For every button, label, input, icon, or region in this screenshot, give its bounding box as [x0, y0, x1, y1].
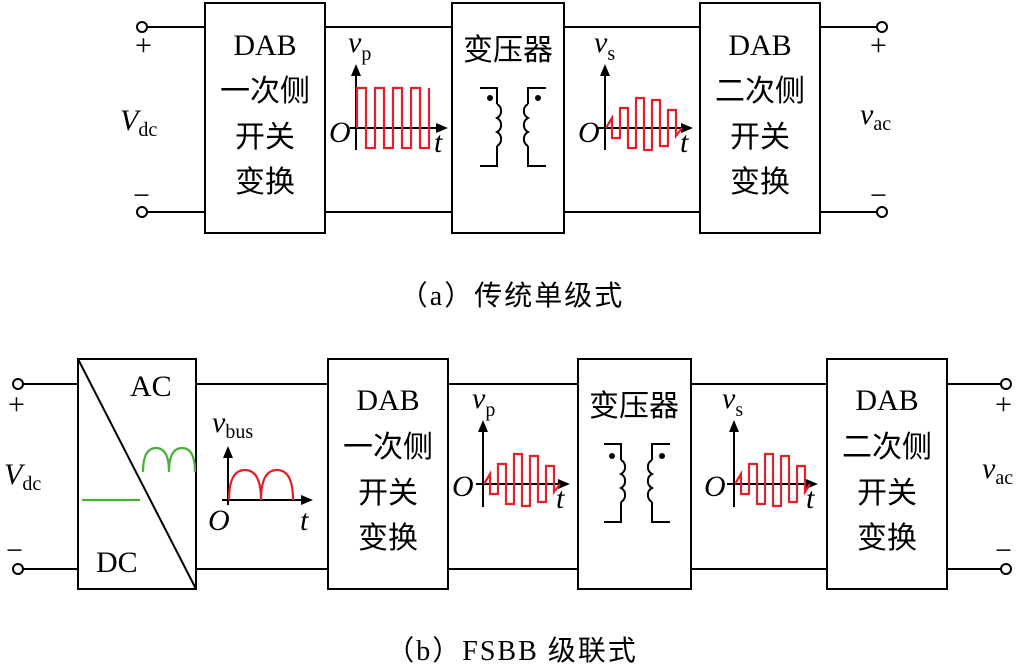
- t-label-b1: t: [556, 482, 565, 515]
- input-voltage-label-a: Vdc: [120, 104, 157, 141]
- vp-modulated-waveform-b: vp O t: [452, 382, 570, 515]
- t-label-b2: t: [806, 482, 815, 515]
- vp-label-b: vp: [472, 382, 495, 421]
- vs-modulated-waveform-a: vs O t: [578, 26, 693, 159]
- transformer-label-b: 变压器: [589, 390, 679, 423]
- t-label-a2: t: [680, 126, 689, 159]
- output-minus-b: −: [995, 534, 1012, 567]
- dab-primary-block-b: [327, 358, 449, 590]
- output-plus-a: +: [870, 29, 887, 62]
- vbus-label-b: vbus: [212, 406, 253, 443]
- input-terminal-minus-a: [136, 206, 148, 218]
- t-label-b0: t: [300, 504, 309, 537]
- input-voltage-label-b: Vdc: [4, 458, 41, 495]
- output-minus-a: −: [870, 179, 887, 212]
- block1-line1-a: DAB: [233, 29, 296, 62]
- dab-secondary-block-b: [826, 358, 948, 590]
- output-voltage-label-a: vac: [860, 98, 891, 135]
- vbus-waveform-b: vbus O t: [208, 406, 313, 537]
- vp-square-waveform-a: vp O t: [329, 26, 448, 159]
- input-plus-a: +: [135, 29, 152, 62]
- ac-symbol-b: [141, 446, 197, 473]
- transformer-block-b: [577, 358, 692, 590]
- origin-label-a1: O: [329, 116, 351, 149]
- block2-line2-b: 二次侧: [842, 431, 932, 464]
- origin-label-b1: O: [452, 470, 474, 503]
- caption-a: （a）传统单级式: [400, 280, 624, 312]
- input-terminal-minus-b: [12, 563, 24, 575]
- converter-dc-label-b: DC: [96, 546, 138, 579]
- input-plus-b: +: [8, 388, 25, 421]
- output-terminal-plus-b: [1000, 378, 1012, 390]
- block1-line1-b: DAB: [356, 384, 419, 417]
- input-minus-b: −: [6, 534, 23, 567]
- converter-ac-label-b: AC: [130, 370, 172, 403]
- output-voltage-label-b: vac: [982, 452, 1013, 489]
- input-minus-a: −: [133, 179, 150, 212]
- transformer-symbol-b: [604, 443, 670, 523]
- vs-label-b: vs: [722, 382, 743, 421]
- block2-line3-b: 开关: [857, 477, 917, 510]
- output-terminal-minus-b: [1000, 563, 1012, 575]
- output-plus-b: +: [995, 388, 1012, 421]
- block2-line2-a: 二次侧: [715, 75, 805, 108]
- transformer-label-a: 变压器: [463, 34, 553, 67]
- input-terminal-plus-a: [136, 21, 148, 33]
- output-terminal-minus-a: [876, 206, 888, 218]
- block1-line2-a: 一次侧: [220, 75, 310, 108]
- vs-label-a: vs: [594, 26, 615, 65]
- output-terminal-plus-a: [876, 21, 888, 33]
- vp-label-a: vp: [348, 26, 371, 65]
- input-terminal-plus-b: [12, 378, 24, 390]
- origin-label-b0: O: [208, 504, 230, 537]
- caption-b: （b）FSBB 级联式: [386, 635, 638, 667]
- block2-line4-b: 变换: [857, 522, 917, 555]
- transformer-block-a: [451, 2, 565, 234]
- t-label-a1: t: [434, 126, 443, 159]
- origin-label-b2: O: [704, 470, 726, 503]
- block2-line1-a: DAB: [728, 29, 791, 62]
- dab-primary-block-a: [204, 2, 326, 234]
- block2-line1-b: DAB: [855, 384, 918, 417]
- origin-label-a2: O: [578, 116, 600, 149]
- block2-line3-a: 开关: [730, 121, 790, 154]
- dab-secondary-block-a: [699, 2, 821, 234]
- block1-line3-a: 开关: [235, 121, 295, 154]
- block1-line4-a: 变换: [235, 166, 295, 199]
- block2-line4-a: 变换: [730, 166, 790, 199]
- transformer-symbol-a: [480, 87, 546, 167]
- block1-line3-b: 开关: [358, 477, 418, 510]
- diagram-b: + − + − Vdc vac AC DC vbus O t DAB 一次侧 开…: [4, 358, 1013, 667]
- diagram-a: + − + − Vdc vac DAB 一次侧 开关 变换 变压器 DAB 二次…: [120, 2, 891, 312]
- vs-modulated-waveform-b: vs O t: [704, 382, 818, 515]
- block1-line2-b: 一次侧: [343, 431, 433, 464]
- block1-line4-b: 变换: [358, 522, 418, 555]
